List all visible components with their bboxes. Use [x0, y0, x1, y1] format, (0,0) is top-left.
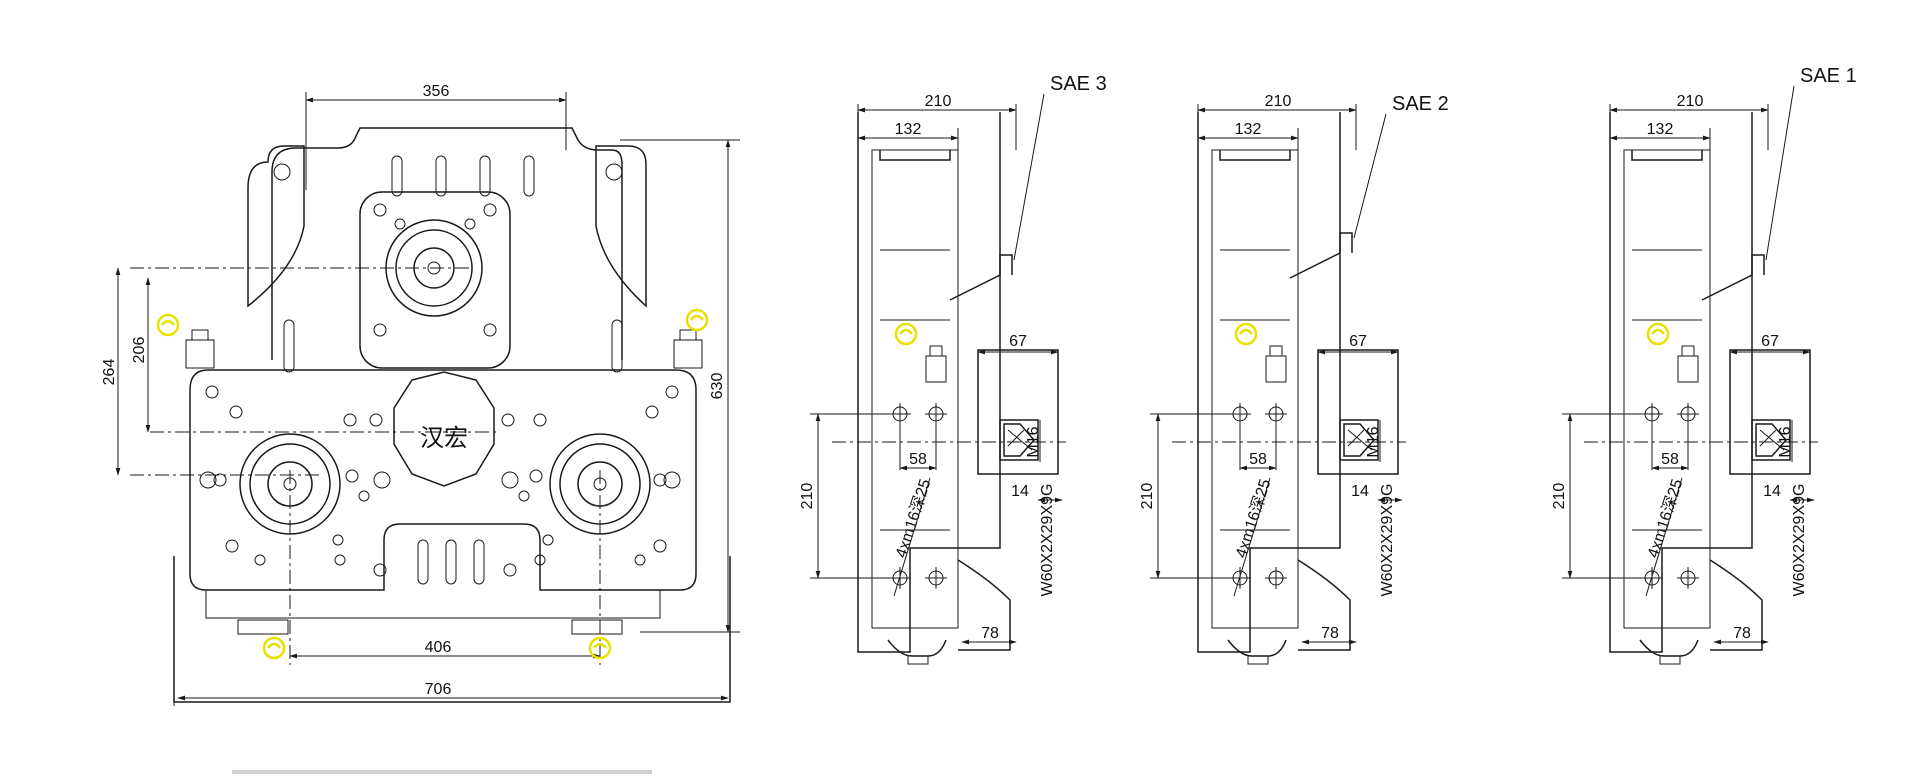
- spline-note: W60X2X29X9G: [1791, 484, 1808, 597]
- dim-bolt-span: 58: [1249, 451, 1267, 468]
- dim-shaft-len: 67: [1009, 333, 1027, 350]
- dim-706: 706: [425, 681, 452, 698]
- sae-label: SAE 2: [1392, 93, 1449, 115]
- thread-note: M16: [1025, 426, 1042, 457]
- dim-shaft-len: 67: [1349, 333, 1367, 350]
- dim-406: 406: [425, 639, 452, 656]
- dim-base: 78: [981, 625, 999, 642]
- dim-flange: 132: [1235, 121, 1262, 138]
- dim-overall: 210: [1265, 93, 1292, 110]
- logo-text: 汉宏: [420, 424, 468, 452]
- mounting-holes: [199, 385, 681, 577]
- dim-base: 78: [1321, 625, 1339, 642]
- dim-bolt-height: 210: [799, 483, 816, 510]
- thread-note: M16: [1365, 426, 1382, 457]
- dim-630: 630: [709, 373, 726, 400]
- dim-356: 356: [423, 83, 450, 100]
- footnote-strip: [232, 770, 652, 774]
- dim-bolt-height: 210: [1551, 483, 1568, 510]
- dim-264: 264: [101, 359, 118, 386]
- highlight-markers: [156, 308, 709, 660]
- dim-base: 78: [1733, 625, 1751, 642]
- dim-shaft-step: 14: [1351, 483, 1369, 500]
- front-view: 汉宏 356 630 264 206 406 706: [101, 83, 740, 706]
- dim-shaft-step: 14: [1763, 483, 1781, 500]
- dim-bolt-span: 58: [1661, 451, 1679, 468]
- dim-overall: 210: [925, 93, 952, 110]
- dim-bolt-span: 58: [909, 451, 927, 468]
- dim-shaft-step: 14: [1011, 483, 1029, 500]
- dim-206: 206: [131, 337, 148, 364]
- spline-note: W60X2X29X9G: [1379, 484, 1396, 597]
- thread-note: M16: [1777, 426, 1794, 457]
- sae-label: SAE 3: [1050, 73, 1107, 95]
- dim-bolt-height: 210: [1139, 483, 1156, 510]
- dim-flange: 132: [1647, 121, 1674, 138]
- dim-overall: 210: [1677, 93, 1704, 110]
- sae-label: SAE 1: [1800, 65, 1857, 87]
- dim-flange: 132: [895, 121, 922, 138]
- spline-note: W60X2X29X9G: [1039, 484, 1056, 597]
- dim-shaft-len: 67: [1761, 333, 1779, 350]
